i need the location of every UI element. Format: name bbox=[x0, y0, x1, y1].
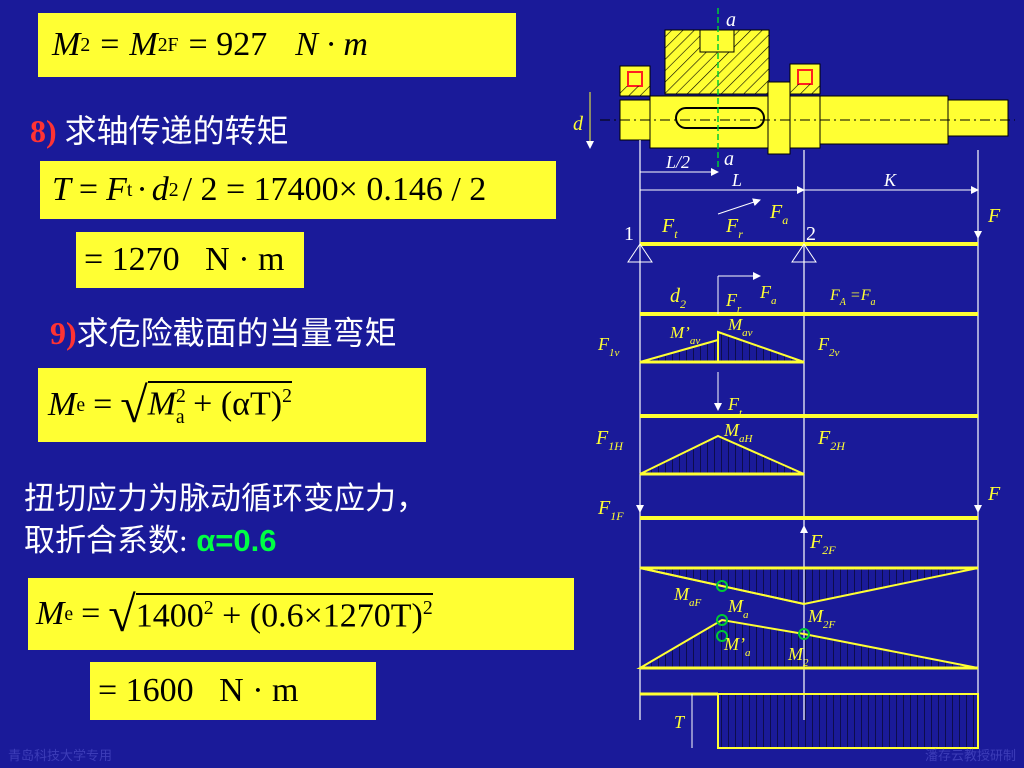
note-alpha-value: α=0.6 bbox=[187, 523, 277, 558]
label-mav: Mav bbox=[727, 315, 753, 339]
label-f1h: F1H bbox=[595, 427, 624, 453]
gear bbox=[664, 29, 770, 95]
formula-m2-rhs-sub: 2F bbox=[157, 33, 179, 56]
footer-right: 潘存云教授研制 bbox=[924, 749, 1016, 764]
formula-me-plus: + (αT) bbox=[184, 385, 283, 423]
moment-combined bbox=[636, 618, 979, 669]
formula-m2-lhs-sub: 2 bbox=[80, 33, 91, 56]
heading-step-9-number: 9) bbox=[50, 315, 77, 351]
formula-me-calc-body-sup: 2 bbox=[203, 596, 214, 619]
label-fa: Fa bbox=[769, 201, 788, 227]
label-fa2: Fa bbox=[759, 282, 777, 307]
formula-me-plus-sup: 2 bbox=[282, 385, 292, 408]
formula-me-body: M bbox=[147, 385, 177, 423]
formula-torque-d: d bbox=[151, 171, 169, 208]
heading-step-9-text: 求危险截面的当量弯矩 bbox=[76, 315, 397, 351]
label-f2v: F2v bbox=[817, 334, 840, 359]
label-mah: MaH bbox=[723, 420, 754, 445]
label-ft2: Ft bbox=[727, 394, 743, 419]
heading-step-8-number: 8) bbox=[30, 113, 57, 149]
sqrt-symbol: √ bbox=[120, 377, 148, 433]
note-line-1: 扭切应力为脉动循环变应力， bbox=[24, 481, 427, 516]
formula-m2-value: = 927 bbox=[188, 26, 268, 63]
heading-step-8: 8) 求轴传递的转矩 bbox=[30, 106, 289, 152]
label-fr: Fr bbox=[725, 215, 743, 241]
formula-torque-d-sub: 2 bbox=[168, 178, 179, 201]
formula-me-calc-body: 1400 bbox=[135, 597, 204, 635]
formula-me-body-sub: a bbox=[175, 405, 185, 428]
point-maf bbox=[716, 580, 728, 592]
formula-m2-rhs: M bbox=[129, 26, 158, 63]
support-1 bbox=[627, 243, 653, 263]
torque-diagram bbox=[717, 693, 979, 749]
support-2 bbox=[791, 243, 817, 263]
formula-me-result-text: = 1600 N · m bbox=[98, 672, 299, 709]
formula-torque-lhs: T bbox=[52, 171, 71, 208]
formula-m2-unit: N · m bbox=[295, 26, 368, 63]
shaft bbox=[600, 81, 1015, 155]
label-f1v: F1v bbox=[597, 334, 620, 359]
label-m2f: M2F bbox=[807, 606, 836, 631]
point-ma bbox=[716, 614, 728, 626]
formula-me-calc-lhs: M bbox=[36, 595, 65, 632]
label-a-top: a bbox=[726, 9, 736, 31]
label-l: L bbox=[731, 170, 742, 190]
label-fa-eq: FA =Fa bbox=[829, 287, 875, 308]
label-mav-prime: M’av bbox=[669, 323, 700, 347]
sqrt-symbol-2: √ bbox=[108, 586, 136, 642]
label-d: d bbox=[573, 113, 584, 135]
formula-me-lhs: M bbox=[48, 386, 77, 423]
formula-torque-f: F bbox=[106, 171, 127, 208]
heading-step-9: 9)求危险截面的当量弯矩 bbox=[50, 308, 397, 354]
formula-me-lhs-sub: e bbox=[76, 393, 86, 416]
footer-left: 青岛科技大学专用 bbox=[8, 749, 113, 764]
formula-m2-lhs: M bbox=[52, 26, 81, 63]
label-f1f: F1F bbox=[597, 497, 624, 523]
formula-me-calc-plus-sup: 2 bbox=[422, 596, 433, 619]
formula-me-calc-lhs-sub: e bbox=[64, 602, 74, 625]
label-support-1: 1 bbox=[624, 223, 634, 245]
label-t: T bbox=[674, 712, 686, 732]
note-line-2-prefix: 取折合系数: bbox=[24, 523, 188, 558]
label-m2: M2 bbox=[787, 644, 809, 669]
label-fr2: Fr bbox=[725, 290, 742, 315]
moment-ah bbox=[639, 434, 805, 475]
formula-torque-result-text: = 1270 N · m bbox=[84, 241, 285, 278]
point-m2 bbox=[798, 628, 810, 640]
formula-me-calc-plus: + (0.6×1270T) bbox=[213, 597, 423, 635]
label-f-right: F bbox=[987, 205, 1001, 227]
bearing-right bbox=[789, 63, 821, 95]
point-ma-prime bbox=[716, 630, 728, 642]
label-ma: Ma bbox=[727, 596, 749, 621]
heading-step-8-text: 求轴传递的转矩 bbox=[56, 113, 289, 149]
label-ft: Ft bbox=[661, 215, 678, 241]
bearing-left bbox=[619, 65, 651, 97]
note-alpha: 扭切应力为脉动循环变应力， 取折合系数: α=0.6 bbox=[24, 478, 427, 562]
formula-torque-f-sub: t bbox=[126, 178, 133, 201]
label-f2h: F2H bbox=[817, 427, 846, 453]
label-d2: d2 bbox=[670, 285, 686, 311]
label-maf: MaF bbox=[673, 584, 702, 609]
formula-me-body-sup: 2 bbox=[176, 385, 186, 408]
label-f-right-2: F bbox=[987, 483, 1001, 505]
formula-torque-rest: / 2 = 17400× 0.146 / 2 bbox=[182, 171, 487, 208]
label-ma-prime: M’a bbox=[723, 634, 751, 659]
label-f2f: F2F bbox=[809, 531, 836, 557]
label-support-2: 2 bbox=[806, 223, 816, 245]
label-half-l: L/2 bbox=[665, 152, 690, 172]
shaft-load-diagram: a a d L/2 L K 1 2 F Ft Fr Fa d2 Fr Fa FA… bbox=[573, 8, 1015, 749]
formula-me-result: = 1600 N · m bbox=[90, 662, 376, 720]
label-a-bottom: a bbox=[724, 148, 734, 170]
label-k: K bbox=[883, 170, 897, 190]
formula-torque-result: = 1270 N · m bbox=[76, 232, 304, 288]
